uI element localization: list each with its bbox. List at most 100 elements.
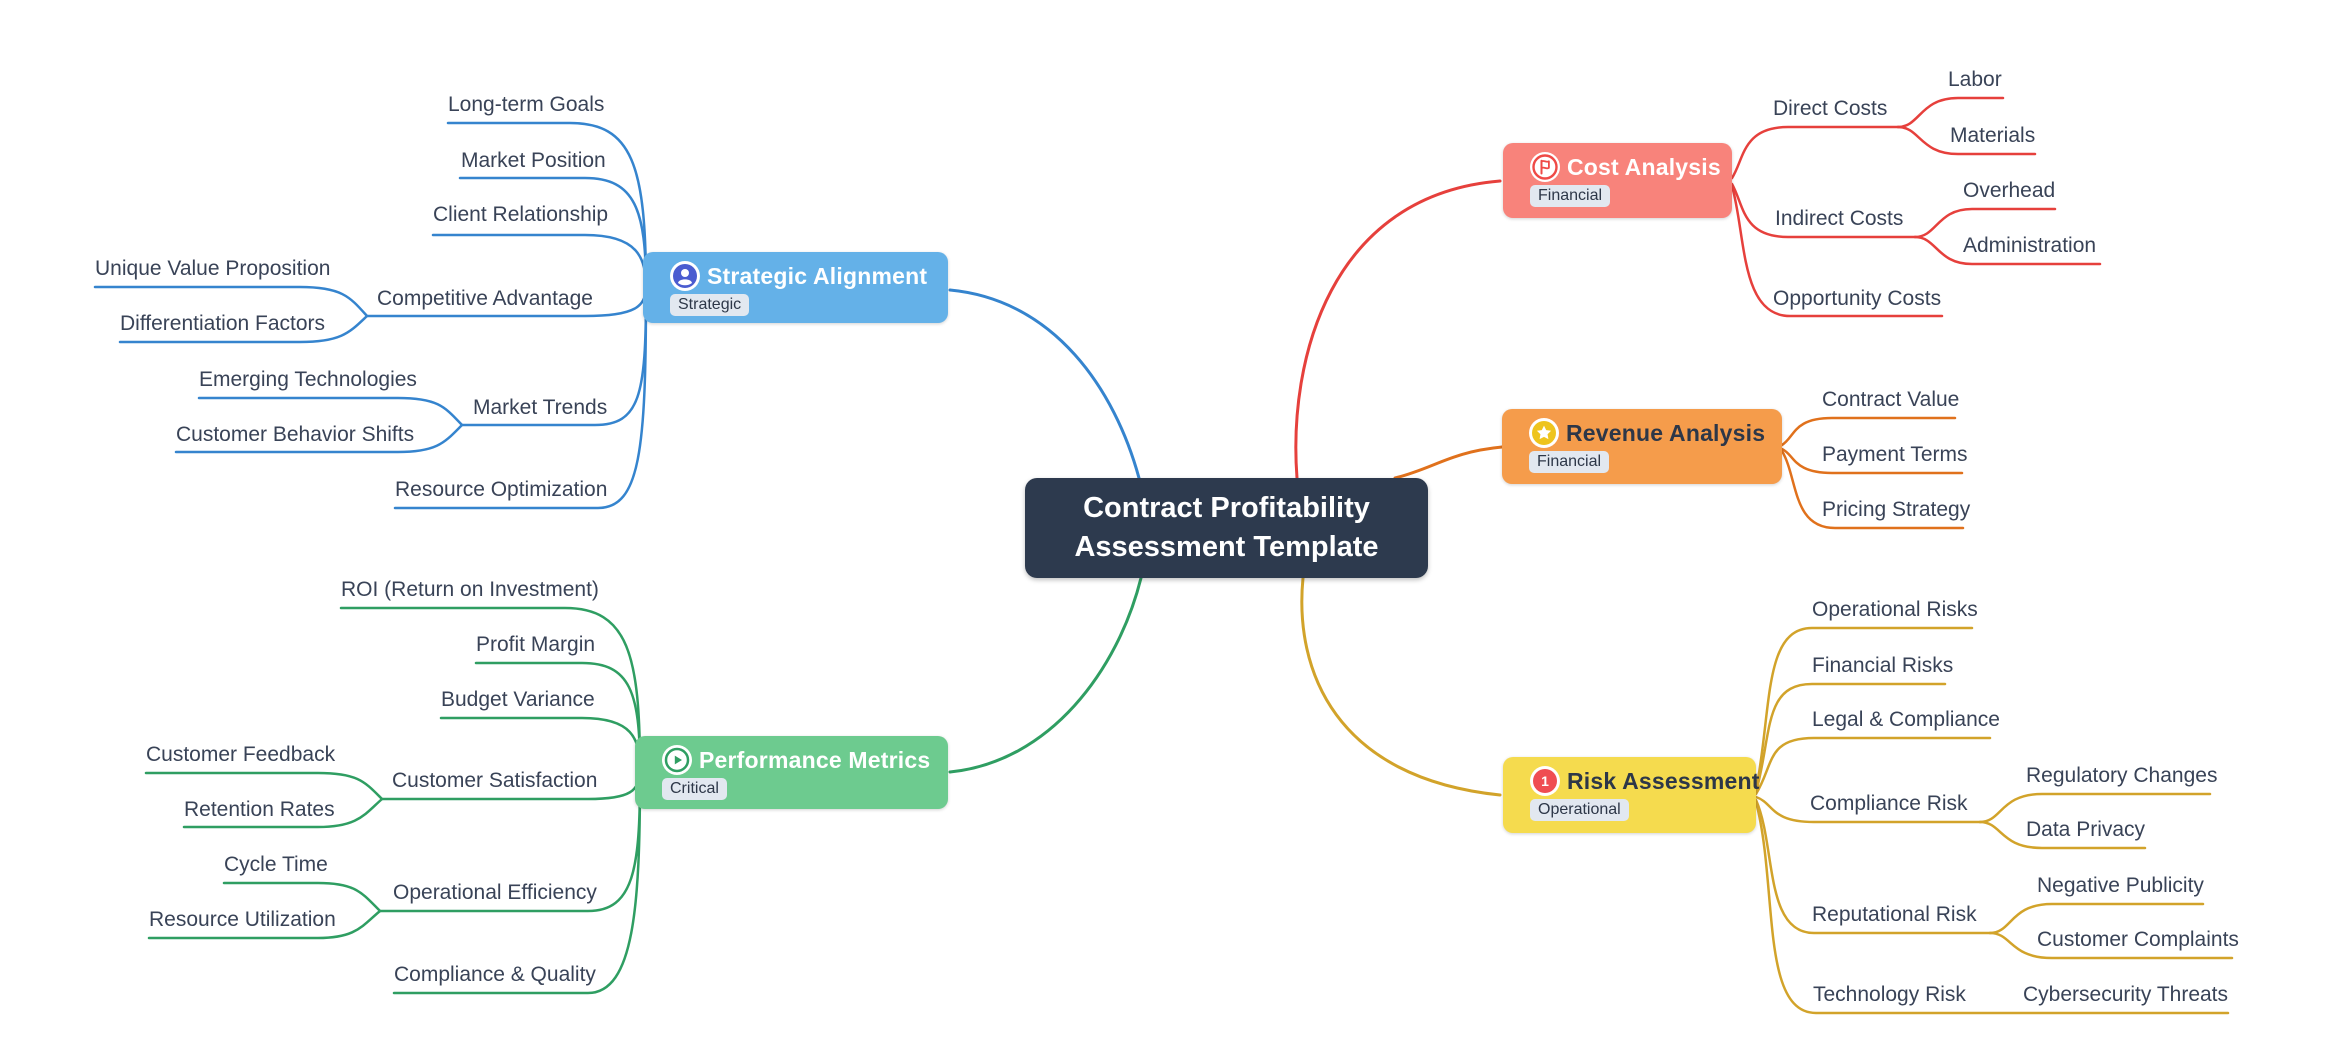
topic-cost-analysis[interactable]: Cost Analysis Financial xyxy=(1503,143,1732,218)
subtopic-operational-risks[interactable]: Operational Risks xyxy=(1812,598,1978,621)
link-long-term-goals xyxy=(446,121,648,290)
subtopic-labor[interactable]: Labor xyxy=(1948,68,2002,91)
cost-analysis-links xyxy=(1294,96,2102,480)
subtopic-compliance-quality[interactable]: Compliance & Quality xyxy=(394,963,596,986)
subtopic-roi[interactable]: ROI (Return on Investment) xyxy=(341,578,599,601)
link-technology-risk xyxy=(1754,800,2230,1015)
subtopic-cycle-time[interactable]: Cycle Time xyxy=(224,853,328,876)
link-pricing-strategy xyxy=(1780,449,1965,530)
link-emerging-technologies xyxy=(197,396,464,427)
subtopic-payment-terms[interactable]: Payment Terms xyxy=(1822,443,1968,466)
subtopic-financial-risks[interactable]: Financial Risks xyxy=(1812,654,1954,677)
subtopic-retention-rates[interactable]: Retention Rates xyxy=(184,798,335,821)
subtopic-unique-value-proposition[interactable]: Unique Value Proposition xyxy=(95,257,331,280)
link-overhead xyxy=(1913,207,2057,239)
topic-tag: Critical xyxy=(662,778,727,800)
subtopic-pricing-strategy[interactable]: Pricing Strategy xyxy=(1822,498,1971,521)
topic-strategic-alignment[interactable]: Strategic Alignment Strategic xyxy=(643,252,948,323)
link-operational-risks xyxy=(1754,626,1974,792)
link-cycle-time xyxy=(222,881,382,913)
link-resource-optimization xyxy=(393,290,648,510)
subtopic-emerging-technologies[interactable]: Emerging Technologies xyxy=(199,368,417,391)
link-direct-costs xyxy=(1730,125,1900,180)
link-contract-value xyxy=(1780,416,1957,447)
topic-tag: Financial xyxy=(1530,185,1611,207)
link-compliance-quality xyxy=(392,774,642,995)
link-client-relationship xyxy=(431,233,648,290)
topic-risk-assessment[interactable]: 1 Risk Assessment Operational xyxy=(1503,757,1759,833)
subtopic-overhead[interactable]: Overhead xyxy=(1963,179,2056,202)
link-labor xyxy=(1896,96,2005,129)
subtopic-resource-optimization[interactable]: Resource Optimization xyxy=(395,478,608,501)
user-circle-icon xyxy=(670,261,700,291)
link-customer-complaints xyxy=(1988,931,2234,960)
link-data-privacy xyxy=(1978,820,2147,850)
topic-label: Risk Assessment xyxy=(1567,767,1760,794)
central-topic-line1: Contract Profitability xyxy=(1083,492,1370,524)
subtopic-technology-risk[interactable]: Technology Risk xyxy=(1813,983,1966,1006)
topic-title-row: Performance Metrics xyxy=(662,745,936,775)
link-customer-behavior-shifts xyxy=(174,423,464,454)
topic-title-row: Revenue Analysis xyxy=(1529,418,1770,448)
subtopic-resource-utilization[interactable]: Resource Utilization xyxy=(149,908,336,931)
subtopic-client-relationship[interactable]: Client Relationship xyxy=(433,203,609,226)
subtopic-direct-costs[interactable]: Direct Costs xyxy=(1773,97,1888,120)
link-unique-value-proposition xyxy=(93,285,369,318)
link-legal-compliance xyxy=(1754,736,1992,796)
subtopic-customer-feedback[interactable]: Customer Feedback xyxy=(146,743,336,766)
link-strategic-main xyxy=(948,288,1141,480)
topic-tag: Financial xyxy=(1529,451,1610,473)
subtopic-reputational-risk[interactable]: Reputational Risk xyxy=(1812,903,1977,926)
topic-label: Revenue Analysis xyxy=(1566,419,1766,446)
link-materials xyxy=(1896,125,2037,156)
subtopic-legal-compliance[interactable]: Legal & Compliance xyxy=(1812,708,2000,731)
revenue-analysis-links xyxy=(1393,416,1965,530)
link-opportunity-costs xyxy=(1730,184,1944,318)
subtopic-differentiation-factors[interactable]: Differentiation Factors xyxy=(120,312,326,335)
link-performance-main xyxy=(948,576,1143,774)
subtopic-customer-complaints[interactable]: Customer Complaints xyxy=(2037,928,2239,951)
subtopic-data-privacy[interactable]: Data Privacy xyxy=(2026,818,2146,841)
subtopic-competitive-advantage[interactable]: Competitive Advantage xyxy=(377,287,593,310)
subtopic-indirect-costs[interactable]: Indirect Costs xyxy=(1775,207,1904,230)
strategic-alignment-links xyxy=(93,121,1141,510)
link-regulatory-changes xyxy=(1978,792,2212,824)
priority-1-circle-icon: 1 xyxy=(1530,766,1560,796)
link-indirect-costs xyxy=(1730,182,1917,239)
topic-revenue-analysis[interactable]: Revenue Analysis Financial xyxy=(1502,409,1782,484)
subtopic-cybersecurity-threats[interactable]: Cybersecurity Threats xyxy=(2023,983,2229,1006)
subtopic-contract-value[interactable]: Contract Value xyxy=(1822,388,1960,411)
risk-assessment-links xyxy=(1300,576,2234,1015)
topic-performance-metrics[interactable]: Performance Metrics Critical xyxy=(635,736,948,809)
flag-circle-icon xyxy=(1530,152,1560,182)
link-administration xyxy=(1913,235,2102,266)
subtopic-materials[interactable]: Materials xyxy=(1950,124,2036,147)
link-cost-main xyxy=(1294,179,1502,480)
subtopic-customer-behavior-shifts[interactable]: Customer Behavior Shifts xyxy=(176,423,415,446)
subtopic-administration[interactable]: Administration xyxy=(1963,234,2097,257)
subtopic-customer-satisfaction[interactable]: Customer Satisfaction xyxy=(392,769,598,792)
subtopic-compliance-risk[interactable]: Compliance Risk xyxy=(1810,792,1968,815)
topic-label: Strategic Alignment xyxy=(707,262,928,289)
link-payment-terms xyxy=(1780,447,1964,475)
link-risk-main xyxy=(1300,576,1502,797)
subtopic-operational-efficiency[interactable]: Operational Efficiency xyxy=(393,881,597,904)
svg-text:1: 1 xyxy=(1541,773,1549,789)
link-profit-margin xyxy=(474,661,642,772)
subtopic-profit-margin[interactable]: Profit Margin xyxy=(476,633,596,656)
subtopic-market-position[interactable]: Market Position xyxy=(461,149,606,172)
link-retention-rates xyxy=(182,797,384,829)
subtopic-market-trends[interactable]: Market Trends xyxy=(473,396,608,419)
central-topic[interactable]: Contract Profitability Assessment Templa… xyxy=(1025,478,1428,578)
subtopic-budget-variance[interactable]: Budget Variance xyxy=(441,688,595,711)
subtopic-regulatory-changes[interactable]: Regulatory Changes xyxy=(2026,764,2218,787)
link-financial-risks xyxy=(1754,682,1947,794)
subtopic-opportunity-costs[interactable]: Opportunity Costs xyxy=(1773,287,1942,310)
link-resource-utilization xyxy=(147,909,382,940)
link-compliance-risk xyxy=(1754,795,1982,824)
subtopic-negative-publicity[interactable]: Negative Publicity xyxy=(2037,874,2204,897)
central-topic-line2: Assessment Template xyxy=(1074,531,1379,563)
link-market-position xyxy=(458,176,648,290)
star-circle-icon xyxy=(1529,418,1559,448)
subtopic-long-term-goals[interactable]: Long-term Goals xyxy=(448,93,605,116)
